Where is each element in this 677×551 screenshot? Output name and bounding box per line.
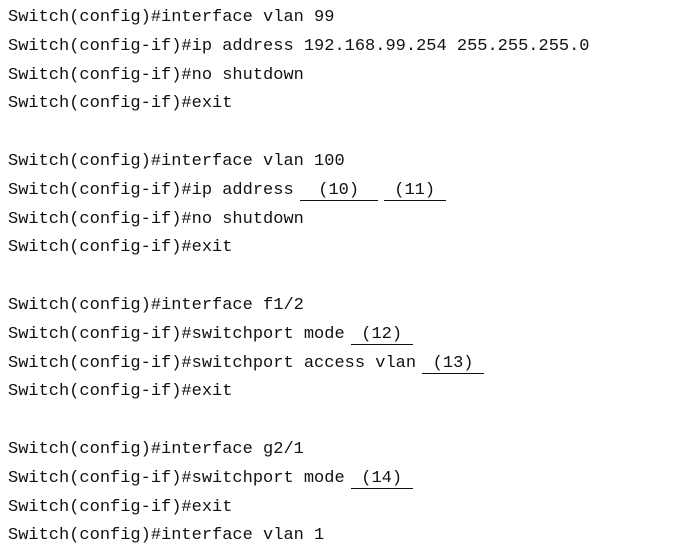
cmd-line: Switch(config-if)#switchport mode(14) bbox=[8, 465, 670, 494]
cmd-line: Switch(config-if)#switchport access vlan… bbox=[8, 350, 670, 379]
fill-blank-14: (14) bbox=[350, 469, 413, 489]
cli-config-listing: Switch(config)#interface vlan 99 Switch(… bbox=[8, 4, 670, 551]
spacer bbox=[8, 407, 670, 436]
cmd-line: Switch(config-if)#no shutdown bbox=[8, 209, 304, 229]
cmd-prefix: Switch(config-if)#switchport mode bbox=[8, 468, 345, 488]
fill-blank-10: (10) bbox=[299, 181, 378, 201]
fill-blank-13: (13) bbox=[422, 354, 485, 374]
cmd-line: Switch(config-if)#ip address(10)(11) bbox=[8, 177, 670, 206]
cmd-line: Switch(config-if)#exit bbox=[8, 94, 233, 114]
cmd-line: Switch(config)#interface g2/1 bbox=[8, 439, 304, 459]
cmd-prefix: Switch(config-if)#ip address bbox=[8, 180, 294, 200]
cmd-line: Switch(config)#interface vlan 1 bbox=[8, 526, 325, 546]
fill-blank-12: (12) bbox=[350, 325, 413, 345]
spacer bbox=[8, 119, 670, 148]
cmd-line: Switch(config-if)#switchport mode(12) bbox=[8, 321, 670, 350]
cmd-line: Switch(config)#interface vlan 100 bbox=[8, 151, 345, 171]
cmd-prefix: Switch(config-if)#switchport access vlan bbox=[8, 353, 417, 373]
cmd-line: Switch(config-if)#exit bbox=[8, 382, 233, 402]
cmd-line: Switch(config-if)#no shutdown bbox=[8, 65, 304, 85]
cmd-line: Switch(config)#interface vlan 99 bbox=[8, 8, 335, 27]
cmd-line: Switch(config-if)#exit bbox=[8, 497, 233, 517]
spacer bbox=[8, 263, 670, 292]
cmd-line: Switch(config-if)#ip address 192.168.99.… bbox=[8, 36, 590, 56]
cmd-line: Switch(config)#interface f1/2 bbox=[8, 295, 304, 315]
cmd-line: Switch(config-if)#exit bbox=[8, 238, 233, 258]
cmd-prefix: Switch(config-if)#switchport mode bbox=[8, 324, 345, 344]
fill-blank-11: (11) bbox=[383, 181, 446, 201]
